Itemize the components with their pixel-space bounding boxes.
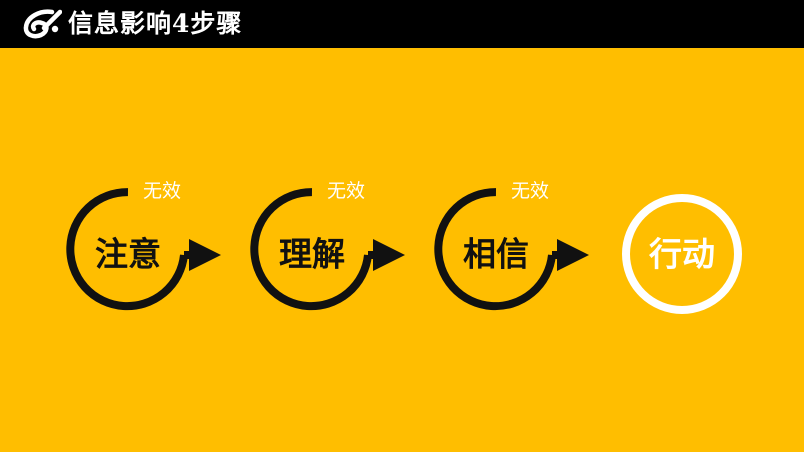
final-step-ring — [622, 194, 742, 314]
step-3-label: 相信 — [463, 235, 529, 274]
step-1: 注意 无效 — [66, 180, 221, 311]
step-1-arc — [66, 188, 188, 311]
title-bar: 信息影响4步骤 — [0, 0, 804, 48]
step-3-arc — [434, 188, 556, 311]
logo-icon — [23, 9, 62, 39]
page-title: 信息影响4步骤 — [68, 9, 243, 38]
step-2-note: 无效 — [327, 180, 365, 202]
step-2: 理解 无效 — [250, 180, 405, 311]
final-step-label: 行动 — [648, 235, 715, 274]
step-3: 相信 无效 — [434, 180, 589, 311]
step-3-note: 无效 — [511, 180, 549, 202]
step-2-label: 理解 — [279, 235, 345, 274]
step-1-label: 注意 — [95, 235, 161, 274]
step-1-note: 无效 — [143, 180, 181, 202]
final-step: 行动 — [622, 194, 742, 314]
step-2-arc — [250, 188, 372, 311]
